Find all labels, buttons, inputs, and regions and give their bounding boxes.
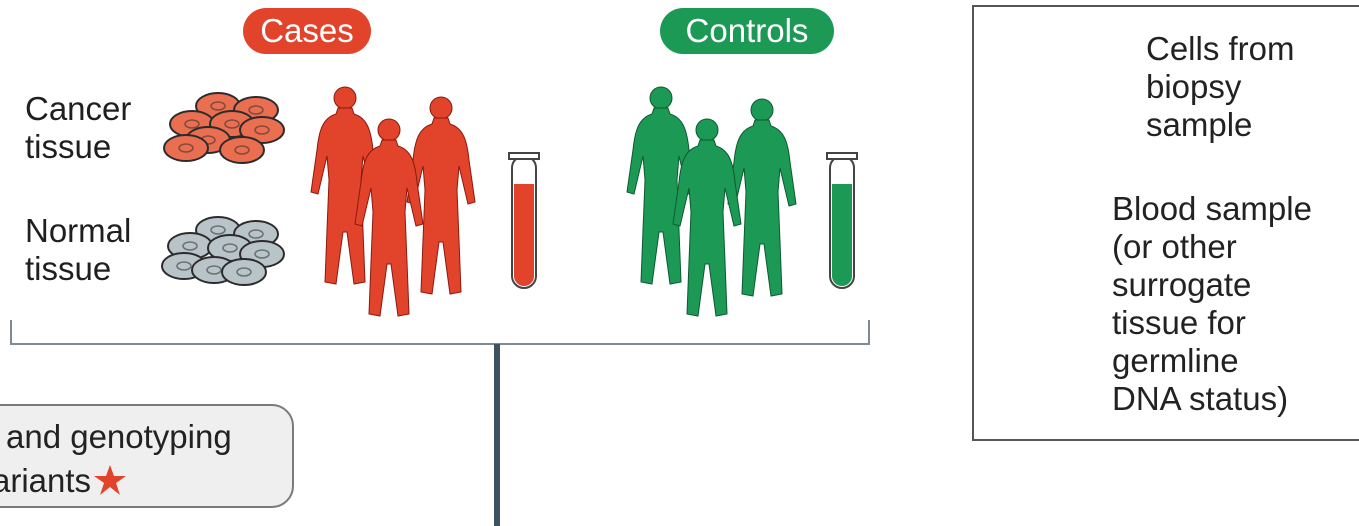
normal-tissue-line-1: Normal [25, 212, 155, 250]
sequencing-box-line-2-text: ariants [0, 462, 91, 499]
normal-tissue-line-2: tissue [25, 250, 155, 288]
grouping-bracket [11, 320, 869, 344]
cancer-cell-cluster-icon [164, 93, 284, 163]
legend-cells-line-1: Cells from [1146, 30, 1295, 68]
legend-blood-line-4: tissue for [1112, 304, 1312, 342]
legend-blood-line-3: surrogate [1112, 266, 1312, 304]
cancer-tissue-label: Cancer tissue [25, 90, 155, 166]
controls-test-tube-icon [827, 153, 857, 288]
controls-people-icon [627, 87, 796, 316]
legend-blood-line-2: (or other [1112, 228, 1312, 266]
controls-label: Controls [660, 8, 834, 54]
legend-blood-label: Blood sample (or other surrogate tissue … [1112, 190, 1312, 418]
normal-tissue-label: Normal tissue [25, 212, 155, 288]
sequencing-box-line-2: ariants [0, 460, 125, 500]
legend-blood-line-5: germline [1112, 342, 1312, 380]
cases-people-icon [311, 87, 475, 316]
legend-cells-line-2: biopsy [1146, 68, 1295, 106]
legend-blood-line-1: Blood sample [1112, 190, 1312, 228]
normal-cell-cluster-icon [162, 217, 284, 285]
legend-cells-label: Cells from biopsy sample [1146, 30, 1295, 144]
cases-test-tube-icon [509, 153, 539, 288]
cancer-tissue-line-1: Cancer [25, 90, 155, 128]
cancer-tissue-line-2: tissue [25, 128, 155, 166]
legend-blood-line-6: DNA status) [1112, 380, 1312, 418]
star-icon [93, 464, 127, 496]
cases-label: Cases [243, 8, 371, 54]
sequencing-box-line-1: and genotyping [6, 418, 232, 456]
legend-cells-line-3: sample [1146, 106, 1295, 144]
